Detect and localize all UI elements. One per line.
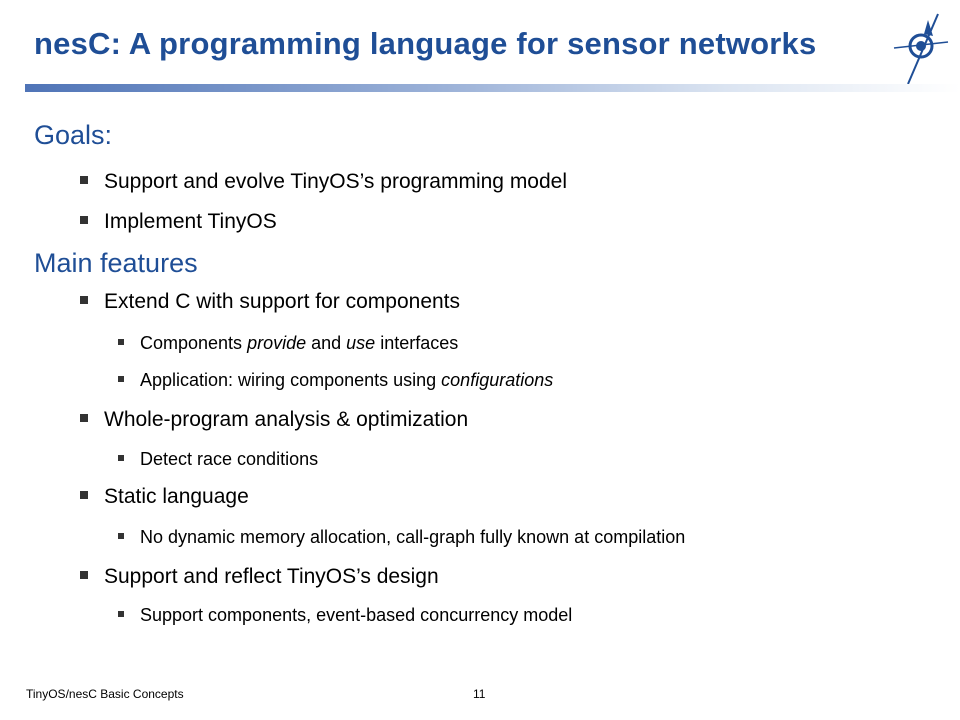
square-bullet-icon (80, 216, 88, 225)
square-bullet-icon (80, 491, 88, 500)
sub-bullet-application: Application: wiring components using con… (118, 370, 553, 391)
bullet-goal-1: Support and evolve TinyOS’s programming … (80, 170, 567, 194)
bullet-static: Static language (80, 485, 249, 509)
square-bullet-icon (80, 176, 88, 185)
square-bullet-icon (118, 376, 124, 383)
sub-bullet-concurrency: Support components, event-based concurre… (118, 605, 572, 626)
sub-bullet-memory: No dynamic memory allocation, call-graph… (118, 527, 685, 548)
slide-title: nesC: A programming language for sensor … (34, 26, 817, 61)
title-divider (25, 84, 960, 92)
page-number: 11 (473, 687, 486, 701)
square-bullet-icon (80, 414, 88, 423)
bullet-goal-2: Implement TinyOS (80, 210, 277, 234)
bullet-reflect: Support and reflect TinyOS’s design (80, 565, 439, 589)
square-bullet-icon (118, 611, 124, 618)
square-bullet-icon (80, 296, 88, 305)
square-bullet-icon (118, 455, 124, 462)
sub-bullet-race: Detect race conditions (118, 449, 318, 470)
footer-title: TinyOS/nesC Basic Concepts (26, 687, 184, 701)
bullet-whole-program: Whole-program analysis & optimization (80, 408, 468, 432)
goals-heading: Goals: (34, 120, 113, 150)
square-bullet-icon (118, 339, 124, 346)
bullet-extend-c: Extend C with support for components (80, 290, 460, 314)
features-heading: Main features (34, 248, 198, 278)
square-bullet-icon (118, 533, 124, 540)
square-bullet-icon (80, 571, 88, 580)
sub-bullet-components: Components provide and use interfaces (118, 333, 458, 354)
compass-logo-icon (893, 13, 949, 85)
